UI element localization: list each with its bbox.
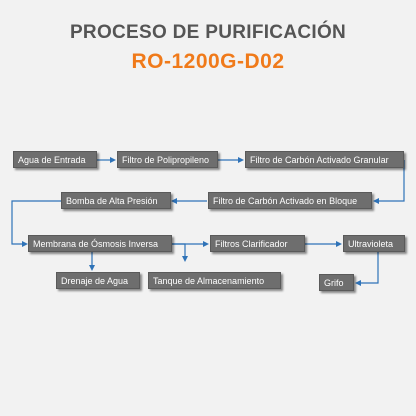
node-filtro-carbon-granular: Filtro de Carbón Activado Granular xyxy=(245,151,404,168)
arrow-bomba-membrana xyxy=(11,200,61,245)
node-filtro-polipropileno: Filtro de Polipropileno xyxy=(117,151,218,168)
node-agua-entrada: Agua de Entrada xyxy=(13,151,97,168)
arrow-membrana-tanque xyxy=(172,243,186,256)
node-filtros-clarificador: Filtros Clarificador xyxy=(210,235,305,252)
arrowhead xyxy=(373,198,379,204)
node-drenaje-agua: Drenaje de Agua xyxy=(56,272,140,289)
arrowhead xyxy=(203,241,209,247)
page-title: PROCESO DE PURIFICACIÓN xyxy=(69,22,347,43)
node-filtro-carbon-bloque: Filtro de Carbón Activado en Bloque xyxy=(208,192,372,209)
arrow-granular-bloque xyxy=(378,160,405,202)
arrowhead xyxy=(171,198,177,204)
arrowhead xyxy=(89,265,95,271)
model-code: RO-1200G-D02 xyxy=(131,50,285,73)
arrowhead xyxy=(238,157,244,163)
arrowhead xyxy=(22,241,28,247)
arrowhead xyxy=(336,241,342,247)
node-ultravioleta: Ultravioleta xyxy=(343,235,405,252)
arrowhead xyxy=(182,256,188,262)
node-membrana-osmosis: Membrana de Ósmosis Inversa xyxy=(28,235,172,252)
node-bomba-alta-presion: Bomba de Alta Presión xyxy=(61,192,171,209)
arrowhead xyxy=(110,157,116,163)
node-tanque-almacenamiento: Tanque de Almacenamiento xyxy=(148,272,281,289)
arrow-ultravioleta-grifo xyxy=(360,252,379,284)
node-grifo: Grifo xyxy=(319,274,354,291)
arrowhead xyxy=(355,280,361,286)
